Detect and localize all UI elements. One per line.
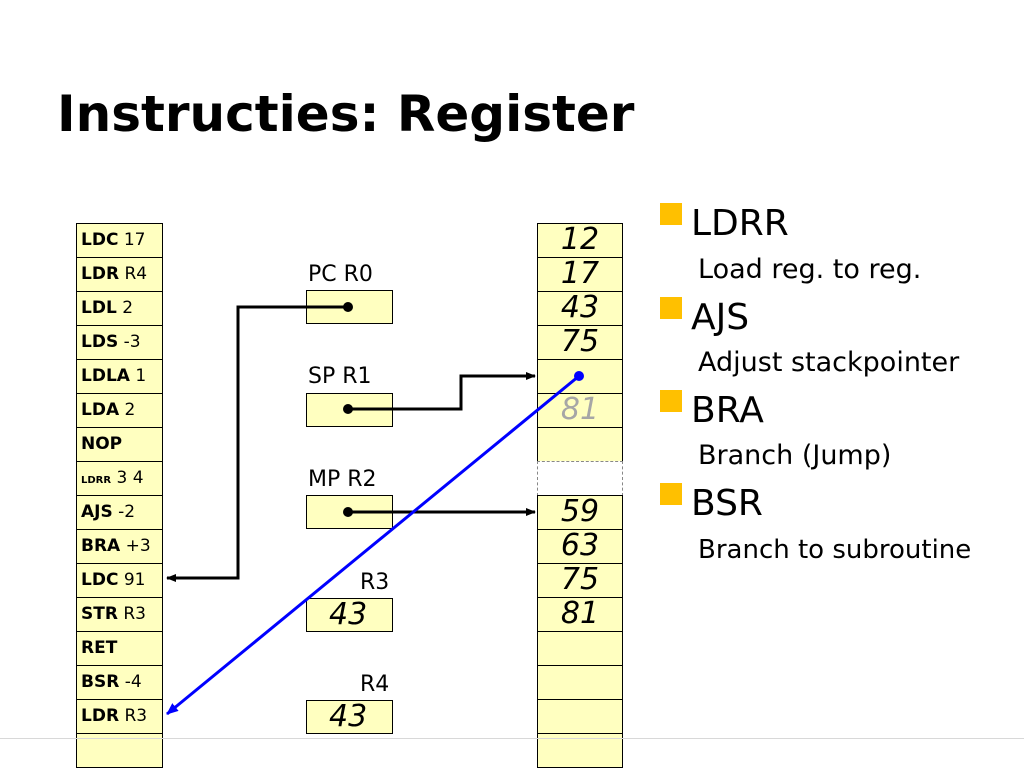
operand: -4: [124, 672, 142, 692]
stack-cell: 63: [537, 529, 623, 564]
operand: R4: [124, 264, 148, 284]
opcode: NOP: [81, 434, 123, 454]
operand: R3: [124, 706, 148, 726]
slide-title: Instructies: Register: [57, 85, 635, 143]
opcode: LDRR: [81, 475, 112, 486]
register-label-r4: R4: [360, 672, 390, 697]
sp-dot: [343, 404, 353, 414]
opcode: LDR: [81, 706, 120, 726]
program-cell: LDLA 1: [76, 359, 163, 394]
program-cell: LDRR 3 4: [76, 461, 163, 496]
footer-divider: [0, 738, 1024, 739]
register-label-r0: PC R0: [308, 262, 373, 287]
pc-dot: [343, 302, 353, 312]
opcode: BRA: [81, 536, 121, 556]
operand: 2: [122, 298, 134, 318]
program-cell: BSR -4: [76, 665, 163, 700]
opcode: LDA: [81, 400, 120, 420]
register-label-r1: SP R1: [308, 364, 372, 389]
blue-dot: [574, 371, 584, 381]
sp-arrow: [348, 372, 536, 411]
blue-arrow: [166, 374, 580, 716]
program-cell: LDL 2: [76, 291, 163, 326]
bullet-square-icon: [660, 483, 682, 505]
program-cell: LDS -3: [76, 325, 163, 360]
bullet-desc: Branch to subroutine: [698, 535, 972, 565]
opcode: LDR: [81, 264, 120, 284]
stack-cell: 43: [537, 291, 623, 326]
program-cell: NOP: [76, 427, 163, 462]
stack-cell: 59: [537, 495, 623, 530]
operand: -3: [123, 332, 141, 352]
bullet-term: LDRR: [691, 203, 789, 244]
bullet-ajs: AJS: [660, 296, 749, 340]
opcode: LDL: [81, 298, 117, 318]
bullet-term: AJS: [691, 297, 750, 338]
bullet-bra: BRA: [660, 389, 764, 433]
bullet-square-icon: [660, 297, 682, 319]
program-cell: LDC 91: [76, 563, 163, 598]
operand: -2: [118, 502, 136, 522]
opcode: RET: [81, 638, 118, 658]
program-cell: BRA +3: [76, 529, 163, 564]
register-r4: 43: [306, 700, 393, 734]
stack-cell: [537, 359, 623, 394]
operand: +3: [125, 536, 151, 556]
stack-cell: [537, 631, 623, 666]
stack-cell: [537, 427, 623, 462]
register-label-r3: R3: [360, 570, 390, 595]
register-label-r2: MP R2: [308, 467, 377, 492]
opcode: BSR: [81, 672, 120, 692]
stack-cell: 81: [537, 597, 623, 632]
bullet-term: BRA: [691, 390, 764, 431]
bullet-square-icon: [660, 203, 682, 225]
opcode: LDC: [81, 230, 119, 250]
bullet-desc: Adjust stackpointer: [698, 347, 960, 378]
mp-dot: [343, 507, 353, 517]
stack-cell: 12: [537, 223, 623, 258]
bullet-desc: Load reg. to reg.: [698, 254, 922, 285]
stack-cell: 17: [537, 257, 623, 292]
bullet-term: BSR: [691, 483, 763, 524]
operand: 2: [124, 400, 136, 420]
operand: 17: [123, 230, 146, 250]
register-r3: 43: [306, 598, 393, 632]
operand: 91: [123, 570, 146, 590]
bullet-ldrr: LDRR: [660, 202, 789, 246]
bullet-bsr: BSR: [660, 482, 763, 526]
opcode: LDS: [81, 332, 119, 352]
opcode: STR: [81, 604, 118, 624]
program-cell: LDR R4: [76, 257, 163, 292]
opcode: LDC: [81, 570, 119, 590]
operand: 3 4: [116, 468, 144, 488]
program-cell: LDC 17: [76, 223, 163, 258]
opcode: LDLA: [81, 366, 130, 386]
bullet-desc: Branch (Jump): [698, 440, 892, 471]
program-cell: LDR R3: [76, 699, 163, 734]
program-cell: LDA 2: [76, 393, 163, 428]
bullet-square-icon: [660, 390, 682, 412]
operand: R3: [123, 604, 146, 624]
opcode: AJS: [81, 502, 113, 522]
operand: 1: [135, 366, 147, 386]
pc-arrow: [166, 305, 348, 582]
